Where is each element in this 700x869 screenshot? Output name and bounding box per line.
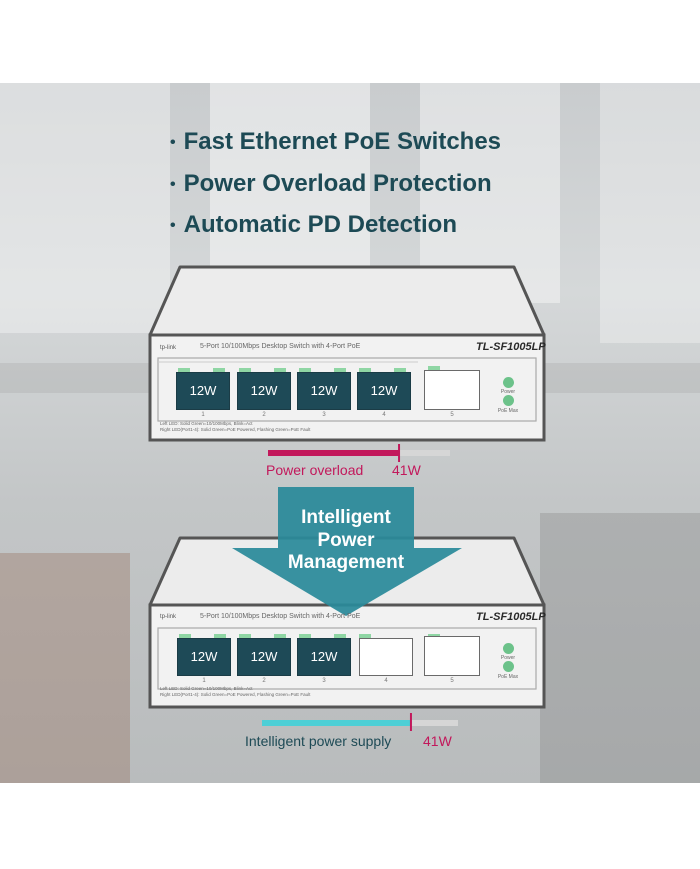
poe-port-2: 12W xyxy=(237,638,291,676)
poe-port-1: 12W xyxy=(176,372,230,410)
port-led xyxy=(359,368,371,372)
port-led xyxy=(394,368,406,372)
port-led xyxy=(428,366,440,370)
port-led xyxy=(334,368,346,372)
model-name: TL-SF1005LP xyxy=(476,341,546,353)
port-number: 1 xyxy=(202,678,206,684)
supply-bar xyxy=(262,713,458,731)
port-power-label: 12W xyxy=(370,383,398,398)
port-number: 1 xyxy=(201,412,205,418)
port-led xyxy=(299,368,311,372)
poe-port-4 xyxy=(359,638,413,676)
port-led xyxy=(274,634,286,638)
supply-label: Intelligent power supply xyxy=(245,733,392,749)
arrow-line: Intelligent xyxy=(301,507,391,528)
poe-port-1: 12W xyxy=(177,638,231,676)
legend-left: Left LED: Solid Green=10/100Mbps, Blink=… xyxy=(160,686,253,691)
port-number: 2 xyxy=(262,412,266,418)
overload-bar xyxy=(268,444,450,462)
poe-max-led-icon xyxy=(503,661,514,672)
port-led xyxy=(179,634,191,638)
port-led xyxy=(213,368,225,372)
feature-item: •Power Overload Protection xyxy=(170,170,492,197)
led-label: Power xyxy=(500,389,516,395)
arrow-line: Management xyxy=(287,552,405,573)
overload-label: Power overload xyxy=(266,462,364,478)
led-label: PoE Max xyxy=(497,408,519,414)
background-photo xyxy=(0,83,700,783)
model-name: TL-SF1005LP xyxy=(476,611,546,623)
port-led xyxy=(359,634,371,638)
port-led xyxy=(299,634,311,638)
port-number: 3 xyxy=(322,678,326,684)
port-led xyxy=(214,634,226,638)
ethernet-port-5 xyxy=(424,370,480,410)
switch-description: 5-Port 10/100Mbps Desktop Switch with 4-… xyxy=(200,613,361,620)
brand-logo: tp-link xyxy=(160,614,177,620)
led-legend: Left LED: Solid Green=10/100Mbps, Blink=… xyxy=(160,421,310,433)
port-number: 4 xyxy=(384,678,388,684)
power-led-icon xyxy=(503,643,514,654)
ethernet-port-5 xyxy=(424,636,480,676)
legend-right: Right LED(Port1-4): Solid Green=PoE Powe… xyxy=(160,692,311,697)
led-label: Power xyxy=(500,655,516,661)
port-power-label: 12W xyxy=(310,383,338,398)
overload-value: 41W xyxy=(392,462,421,478)
brand-logo: tp-link xyxy=(160,345,177,351)
poe-port-4: 12W xyxy=(357,372,411,410)
port-power-label: 12W xyxy=(250,383,278,398)
port-number: 2 xyxy=(262,678,266,684)
switch-description: 5-Port 10/100Mbps Desktop Switch with 4-… xyxy=(200,343,361,350)
port-led xyxy=(239,634,251,638)
port-led xyxy=(274,368,286,372)
port-led xyxy=(334,634,346,638)
poe-port-3: 12W xyxy=(297,372,351,410)
feature-item: •Automatic PD Detection xyxy=(170,211,457,238)
led-label: PoE Max xyxy=(497,674,519,680)
power-management-arrow xyxy=(232,487,462,616)
legend-left: Left LED: Solid Green=10/100Mbps, Blink=… xyxy=(160,421,253,426)
port-led xyxy=(178,368,190,372)
port-number: 4 xyxy=(382,412,386,418)
port-number: 5 xyxy=(450,678,454,684)
poe-port-2: 12W xyxy=(237,372,291,410)
power-led-icon xyxy=(503,377,514,388)
poe-port-3: 12W xyxy=(297,638,351,676)
port-number: 5 xyxy=(450,412,454,418)
legend-right: Right LED(Port1-4): Solid Green=PoE Powe… xyxy=(160,427,311,432)
poe-max-led-icon xyxy=(503,395,514,406)
port-power-label: 12W xyxy=(189,383,217,398)
feature-item: •Fast Ethernet PoE Switches xyxy=(170,128,502,155)
supply-value: 41W xyxy=(423,733,452,749)
arrow-line: Power xyxy=(317,530,375,551)
led-legend: Left LED: Solid Green=10/100Mbps, Blink=… xyxy=(160,686,310,698)
port-number: 3 xyxy=(322,412,326,418)
port-power-label: 12W xyxy=(310,649,338,664)
port-power-label: 12W xyxy=(190,649,218,664)
port-power-label: 12W xyxy=(250,649,278,664)
port-led xyxy=(239,368,251,372)
